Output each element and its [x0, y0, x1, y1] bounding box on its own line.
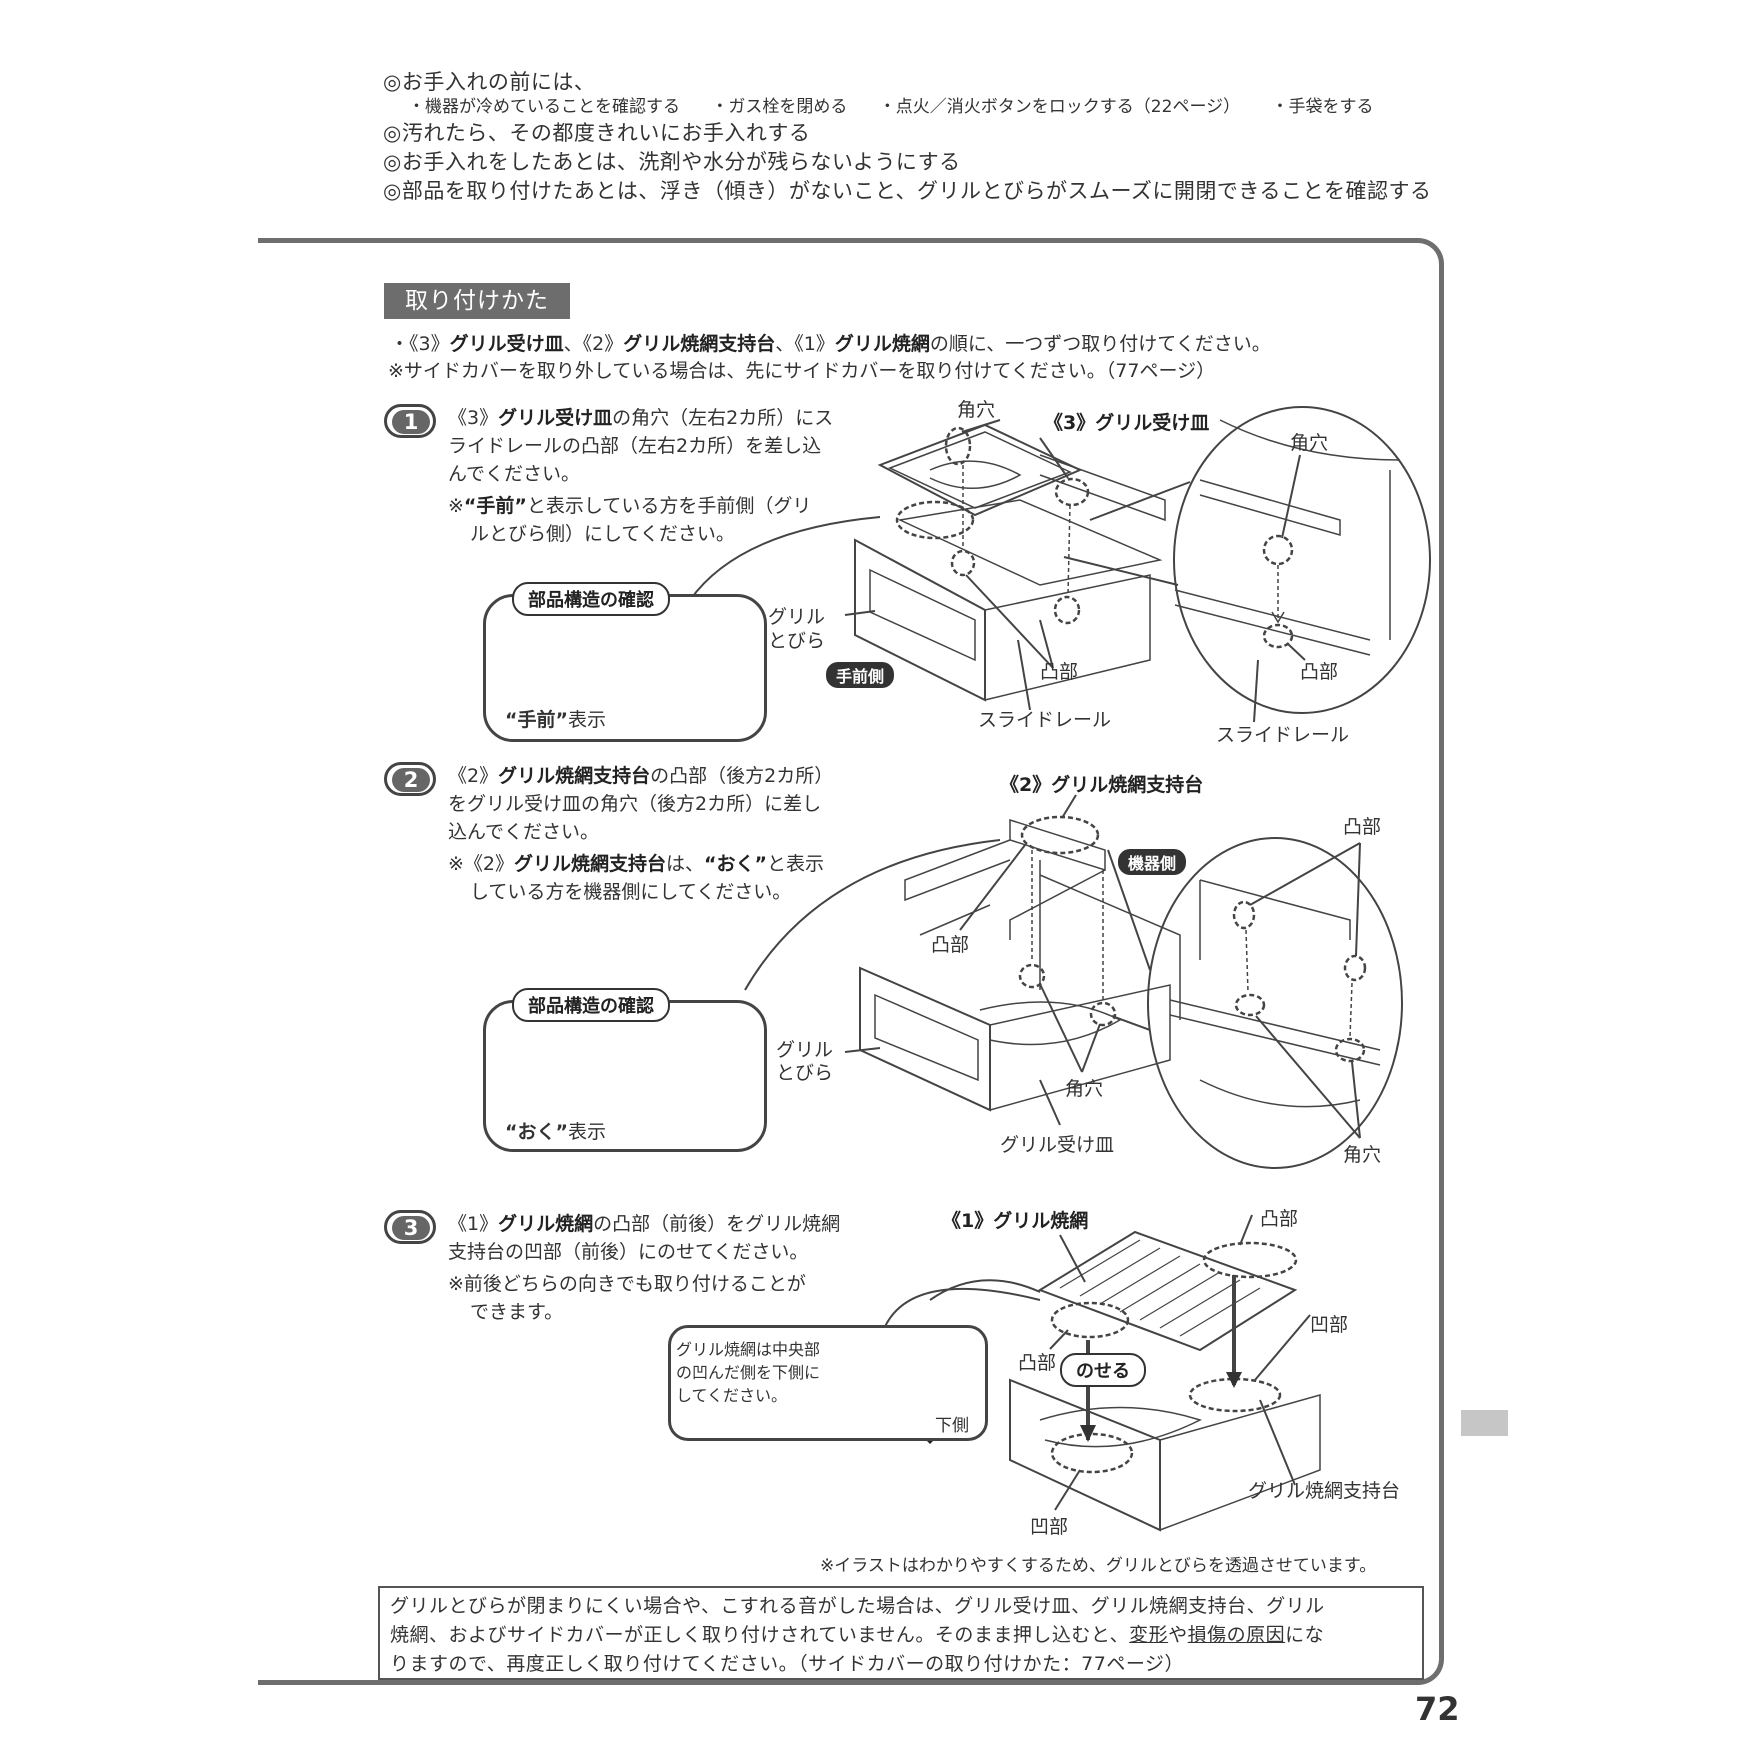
step-3-label-support: グリル焼網支持台	[1248, 1480, 1401, 1502]
step-2-label-tray: グリル受け皿	[1000, 1134, 1115, 1156]
step-2-badge: 2	[384, 762, 436, 796]
step-2-struct-caption: “おく”表示	[505, 1121, 606, 1143]
note-item-cool: ・機器が冷めていることを確認する	[408, 97, 680, 117]
step-1-label-rail-zoom: スライドレール	[1216, 724, 1350, 746]
step1-drawing	[689, 419, 1166, 711]
step-2-label-totsubu: 凸部	[931, 934, 970, 956]
note-before-care-items: ・機器が冷めていることを確認する ・ガス栓を閉める ・点火／消火ボタンをロックす…	[408, 92, 1400, 117]
step-1-label-kakuana-zoom: 角穴	[1290, 432, 1329, 454]
step-2-struct-title: 部品構造の確認	[512, 988, 670, 1022]
step-1-front-badge: 手前側	[826, 662, 895, 688]
step-3-label-oubu-rear: 凹部	[1310, 1314, 1349, 1336]
section-intro: ・《3》グリル受け皿、《2》グリル焼網支持台、《1》グリル焼網の順に、一つずつ取…	[390, 333, 1271, 355]
section-intro-note: ※サイドカバーを取り外している場合は、先にサイドカバーを取り付けてください。（7…	[388, 360, 1216, 382]
section-frame	[258, 238, 1444, 1685]
step-3-label-part: 《1》グリル焼網	[942, 1210, 1089, 1232]
step-1-label-part: 《3》グリル受け皿	[1044, 412, 1210, 434]
warning-box: グリルとびらが閉まりにくい場合や、こすれる音がした場合は、グリル受け皿、グリル焼…	[378, 1586, 1424, 1680]
step-1-badge: 1	[384, 404, 436, 438]
step-2-label-door-1: グリル	[776, 1039, 834, 1061]
step-3-inset-text: グリル焼網は中央部 の凹んだ側を下側に してください。	[676, 1340, 821, 1405]
step-2-label-door-2: とびら	[776, 1062, 834, 1084]
step1-zoom	[1063, 406, 1431, 723]
note-dirty: ◎汚れたら、その都度きれいにお手入れする	[383, 121, 811, 145]
step-1-text: 《3》グリル受け皿の角穴（左右2カ所）にス ライドレールの凸部（左右2カ所）を差…	[448, 407, 834, 545]
step-2-label-kakuana-zoom: 角穴	[1343, 1144, 1382, 1166]
step2-zoom	[1107, 837, 1403, 1169]
step-3-place-badge: のせる	[1060, 1353, 1146, 1387]
step-1-struct-title: 部品構造の確認	[512, 582, 670, 616]
note-item-gas: ・ガス栓を閉める	[711, 97, 848, 117]
step-1-label-kakuana: 角穴	[957, 399, 996, 421]
note-item-lock: ・点火／消火ボタンをロックする（22ページ）	[878, 97, 1241, 117]
warning-line-1: グリルとびらが閉まりにくい場合や、こすれる音がした場合は、グリル受け皿、グリル焼…	[390, 1595, 1325, 1617]
step-1-label-totsubu: 凸部	[1040, 661, 1079, 683]
step-1-label-door-2: とびら	[768, 630, 826, 652]
step-3-text: 《1》グリル焼網の凸部（前後）をグリル焼網 支持台の凹部（前後）にのせてください…	[448, 1213, 841, 1323]
step-3-inset-down-label: 下側	[935, 1416, 969, 1436]
step-1-label-totsubu-zoom: 凸部	[1300, 661, 1339, 683]
step-2-label-kakuana: 角穴	[1065, 1078, 1104, 1100]
step-3-label-totsubu-rear: 凸部	[1260, 1208, 1299, 1230]
step-3-badge: 3	[384, 1210, 436, 1244]
illustration-footnote: ※イラストはわかりやすくするため、グリルとびらを透過させています。	[820, 1556, 1377, 1576]
step-3-label-oubu-front: 凹部	[1030, 1516, 1069, 1538]
step-3-inset-box	[668, 1325, 988, 1441]
page-number: 72	[1415, 1690, 1460, 1728]
note-after-install: ◎部品を取り付けたあとは、浮き（傾き）がないこと、グリルとびらがスムーズに開閉で…	[383, 179, 1432, 203]
step-1-struct-box	[483, 594, 767, 742]
step-3-label-totsubu-front: 凸部	[1018, 1352, 1057, 1374]
step-2-back-badge: 機器側	[1118, 849, 1187, 875]
step-1-label-rail: スライドレール	[978, 709, 1112, 731]
side-index-tab	[1461, 1410, 1508, 1436]
step2-drawing	[744, 794, 1181, 1126]
step-1-struct-caption: “手前”表示	[505, 709, 606, 731]
step-2-label-totsubu-zoom: 凸部	[1343, 816, 1382, 838]
note-after-care: ◎お手入れをしたあとは、洗剤や水分が残らないようにする	[383, 150, 961, 174]
warning-line-2: 焼網、およびサイドカバーが正しく取り付けされていません。そのまま押し込むと、変形…	[390, 1624, 1325, 1646]
step-2-label-part: 《2》グリル焼網支持台	[1000, 774, 1204, 796]
section-title: 取り付けかた	[384, 283, 570, 319]
step-2-text: 《2》グリル焼網支持台の凸部（後方2カ所） をグリル受け皿の角穴（後方2カ所）に…	[448, 765, 834, 903]
warning-line-3: りますので、再度正しく取り付けてください。（サイドカバーの取り付けかた：77ペー…	[390, 1653, 1184, 1675]
note-before-care: ◎お手入れの前には、	[383, 70, 596, 94]
note-item-gloves: ・手袋をする	[1271, 97, 1374, 117]
step-1-label-door-1: グリル	[768, 606, 826, 628]
